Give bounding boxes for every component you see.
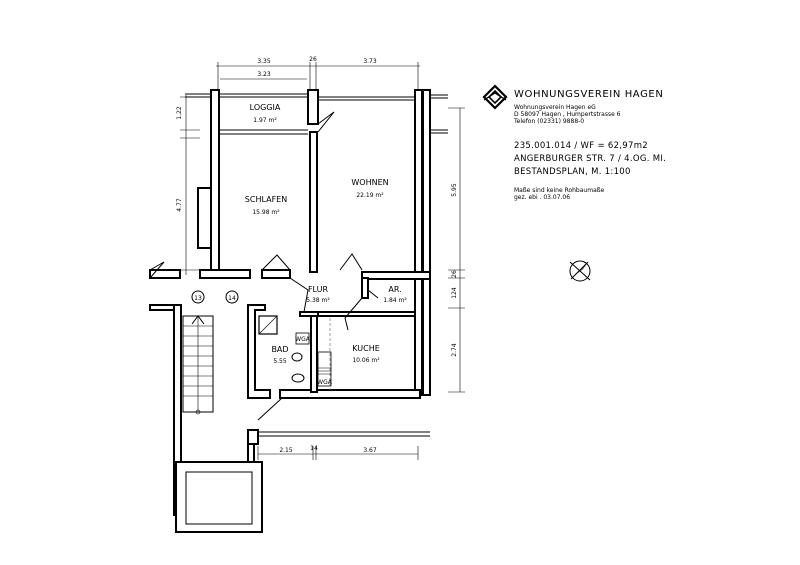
dim-right-4: 2.74 [451,343,458,357]
right-dimensions: 5.95 26 124 2.74 [448,107,465,393]
plan-info: 235.001.014 / WF = 62,97m2 ANGERBURGER S… [514,140,666,179]
address-line: Wohnungsverein Hagen eG [514,104,596,111]
note-line: Maße sind keine Rohbaumaße [514,187,605,194]
dim-bottom-1: 2.15 [279,447,293,454]
top-dimensions: 3.35 26 3.73 3.23 [216,56,420,90]
room-kueche-area: 10.06 m² [352,357,380,364]
dim-top-1: 3.35 [257,58,271,65]
dim-right-1: 5.95 [451,183,458,197]
dim-right-3: 124 [451,287,458,299]
room-loggia-name: LOGGIA [250,103,281,112]
dim-bottom-2: 14 [310,445,318,452]
wga-label-2: WGA [317,379,333,386]
room-kueche-name: KUCHE [352,344,380,353]
company-name: WOHNUNGSVEREIN HAGEN [514,89,664,100]
company-address: Wohnungsverein Hagen eG D 58097 Hagen , … [514,104,621,125]
dim-top-2: 26 [309,56,317,63]
left-dimensions: 1.22 4.77 [176,95,200,275]
room-wohnen-name: WOHNEN [351,178,388,187]
walls [149,89,448,533]
apartment-number-14: 14 [228,295,236,302]
dim-top-4: 3.23 [257,71,271,78]
apartment-number-13: 13 [194,295,202,302]
room-loggia-area: 1.97 m² [253,117,277,124]
plan-notes: Maße sind keine Rohbaumaße gez. ebi . 03… [514,187,604,201]
room-wohnen-area: 22.19 m² [356,192,384,199]
sink-icon [291,352,303,362]
company-logo [482,84,508,110]
plan-line: BESTANDSPLAN, M. 1:100 [514,167,631,177]
room-schlafen-area: 15.98 m² [252,209,280,216]
dim-bottom-3: 3.67 [363,447,377,454]
staircase [182,315,214,415]
note-line: gez. ebi . 03.07.06 [514,194,571,201]
room-labels: LOGGIA 1.97 m² SCHLAFEN 15.98 m² WOHNEN … [191,103,407,365]
room-abstell-area: 1.84 m² [383,297,407,304]
room-bad-area: 5.55 [273,358,287,365]
plan-line: 235.001.014 / WF = 62,97m2 [514,141,648,151]
wga-label-1: WGA [295,336,311,343]
dim-top-3: 3.73 [363,58,377,65]
room-schlafen-name: SCHLAFEN [245,195,287,204]
address-line: D 58097 Hagen , Humpertstrasse 6 [514,111,621,118]
room-abstell-name: AR. [388,285,401,294]
dim-left-2: 4.77 [176,198,183,212]
room-flur-name: FLUR [308,285,329,294]
bottom-dimensions: 2.15 14 3.67 [257,445,419,460]
address-line: Telefon (02331) 9888-0 [514,118,585,125]
toilet-icon [291,373,305,383]
dim-left-1: 1.22 [176,106,183,120]
north-arrow-icon [569,260,591,282]
shower-icon [258,315,278,335]
plan-line: ANGERBURGER STR. 7 / 4.OG. MI. [514,154,667,164]
stove-icon [317,351,332,387]
dim-right-2: 26 [451,270,458,278]
room-bad-name: BAD [271,345,288,354]
room-flur-area: 5.38 m² [306,297,330,304]
fixtures: WGA WGA [258,315,333,387]
